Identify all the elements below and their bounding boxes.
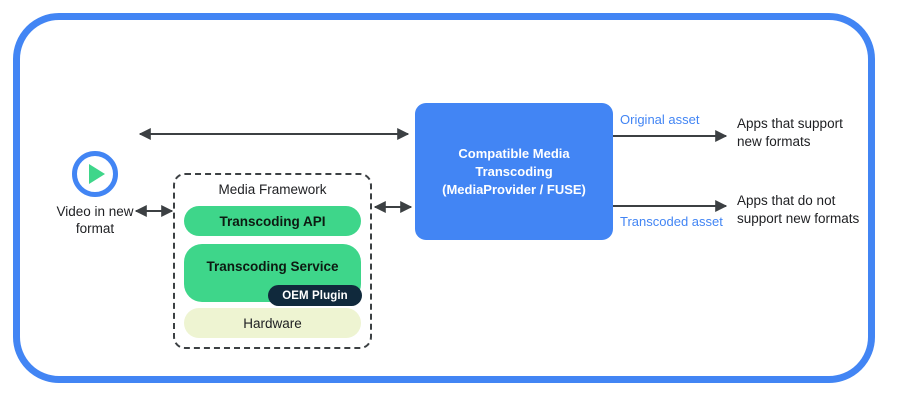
hardware-layer: Hardware [184,308,361,338]
media-framework-container [173,173,372,349]
play-circle-icon [72,151,118,197]
hardware-label: Hardware [243,315,302,331]
video-source-label: Video in new format [56,204,134,236]
apps-supporting-new-formats-label: Apps that support new formats [737,116,843,149]
original-asset-link-label: Original asset [620,112,700,127]
play-circle-ring [72,151,118,197]
oem-plugin-badge: OEM Plugin [268,285,362,306]
play-triangle-glyph [89,164,105,184]
compatible-media-transcoding-label: Compatible Media Transcoding (MediaProvi… [442,145,586,197]
transcoding-service-label: Transcoding Service [206,259,339,274]
apps-not-supporting-new-formats-label: Apps that do not support new formats [737,193,860,226]
compatible-media-transcoding-box: Compatible Media Transcoding (MediaProvi… [415,103,613,240]
media-framework-title: Media Framework [218,182,327,197]
transcoding-api-layer: Transcoding API [184,206,361,236]
transcoded-asset-link-label: Transcoded asset [620,214,723,229]
transcoding-api-label: Transcoding API [219,213,326,229]
